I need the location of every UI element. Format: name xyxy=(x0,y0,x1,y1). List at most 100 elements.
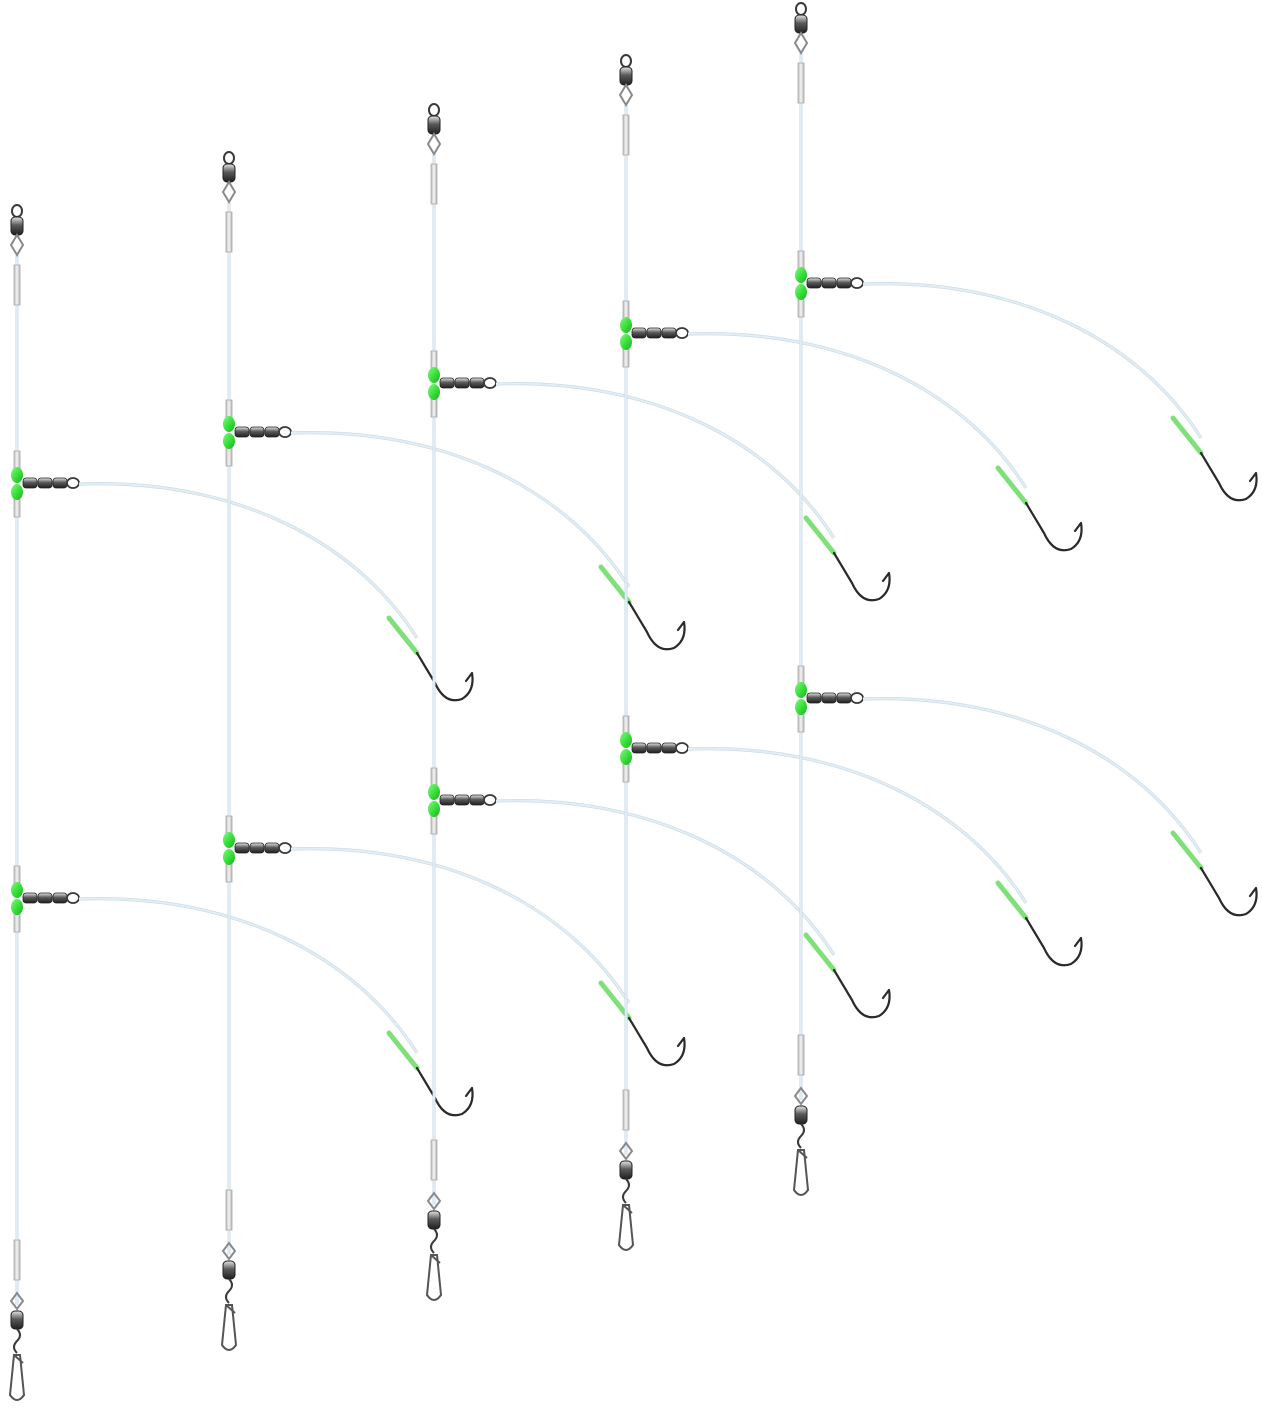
crimp-sleeve xyxy=(430,163,438,205)
swivel-barrel-icon xyxy=(264,426,280,438)
crimp-sleeve xyxy=(225,211,233,253)
swivel-eye-icon xyxy=(426,132,442,156)
swivel-barrel-icon xyxy=(469,377,485,389)
hook-sleeve xyxy=(803,515,837,556)
swivel-ring-icon xyxy=(620,54,632,68)
green-bead-icon xyxy=(223,849,235,865)
fish-hook-icon xyxy=(832,968,891,1019)
swivel-barrel-icon xyxy=(427,1210,441,1230)
swivel-barrel-icon xyxy=(821,277,837,289)
swivel-ring-icon xyxy=(278,842,292,854)
swivel-barrel-icon xyxy=(222,1260,236,1280)
dropper-line xyxy=(290,431,631,588)
green-bead-icon xyxy=(11,882,23,898)
swivel-barrel-icon xyxy=(249,842,265,854)
swivel-barrel-icon xyxy=(427,115,441,135)
fish-hook-icon xyxy=(627,1016,686,1067)
dropper-line xyxy=(495,799,835,956)
green-bead-icon xyxy=(795,284,807,300)
crimp-sleeve xyxy=(13,264,21,306)
dropper-line xyxy=(687,332,1028,489)
swivel-barrel-icon xyxy=(821,692,837,704)
dropper-line xyxy=(78,482,418,639)
hook-sleeve xyxy=(1170,415,1204,456)
dropper-line xyxy=(862,697,1202,854)
green-bead-icon xyxy=(620,749,632,765)
green-bead-icon xyxy=(428,784,440,800)
dropper-line xyxy=(862,282,1202,439)
swivel-barrel-icon xyxy=(52,892,68,904)
swivel-barrel-icon xyxy=(836,277,852,289)
rig-5 xyxy=(792,2,1258,1196)
hook-sleeve xyxy=(995,880,1029,921)
swivel-eye-icon xyxy=(618,83,634,107)
dropper-line xyxy=(78,482,419,639)
hook-sleeve xyxy=(1170,830,1204,871)
snap-clasp xyxy=(622,1204,633,1214)
swivel-barrel-icon xyxy=(794,14,808,34)
rig-1 xyxy=(8,204,474,1401)
crimp-sleeve xyxy=(622,114,630,156)
hook-sleeve xyxy=(386,1030,420,1071)
swivel-barrel-icon xyxy=(806,692,822,704)
swivel-barrel-icon xyxy=(22,477,38,489)
swivel-barrel-icon xyxy=(469,794,485,806)
swivel-barrel-icon xyxy=(454,377,470,389)
fish-hook-icon xyxy=(627,600,686,651)
snap-clip-icon xyxy=(617,1204,635,1251)
swivel-barrel-icon xyxy=(631,742,647,754)
snap-clasp xyxy=(225,1304,236,1314)
swivel-barrel-icon xyxy=(631,327,647,339)
swivel-eye-icon xyxy=(221,1241,237,1261)
snap-wire xyxy=(225,1278,233,1304)
swivel-eye-icon xyxy=(9,1291,25,1311)
snap-wire xyxy=(797,1123,805,1149)
green-bead-icon xyxy=(428,367,440,383)
hook-sleeve xyxy=(598,564,632,605)
crimp-sleeve xyxy=(13,1239,21,1281)
rig-3 xyxy=(425,103,891,1301)
swivel-ring-icon xyxy=(483,794,497,806)
swivel-ring-icon xyxy=(223,151,235,165)
crimp-sleeve xyxy=(797,1034,805,1076)
dropper-line xyxy=(495,382,835,539)
swivel-barrel-icon xyxy=(806,277,822,289)
green-bead-icon xyxy=(795,267,807,283)
swivel-ring-icon xyxy=(11,204,23,218)
swivel-ring-icon xyxy=(428,103,440,117)
rigs-group xyxy=(8,2,1258,1401)
swivel-barrel-icon xyxy=(646,742,662,754)
crimp-sleeve xyxy=(797,62,805,104)
snap-wire xyxy=(13,1328,21,1354)
swivel-barrel-icon xyxy=(619,66,633,86)
dropper-line xyxy=(687,747,1027,904)
fish-hook-icon xyxy=(1199,866,1258,917)
swivel-ring-icon xyxy=(675,742,689,754)
swivel-ring-icon xyxy=(278,426,292,438)
swivel-barrel-icon xyxy=(37,892,53,904)
swivel-ring-icon xyxy=(850,692,864,704)
swivel-eye-icon xyxy=(618,1141,634,1161)
swivel-barrel-icon xyxy=(264,842,280,854)
swivel-barrel-icon xyxy=(439,377,455,389)
snap-clasp xyxy=(797,1149,808,1159)
swivel-ring-icon xyxy=(675,327,689,339)
green-bead-icon xyxy=(428,801,440,817)
dropper-line xyxy=(78,897,418,1054)
green-bead-icon xyxy=(223,832,235,848)
swivel-barrel-icon xyxy=(234,842,250,854)
swivel-barrel-icon xyxy=(794,1105,808,1125)
crimp-sleeve xyxy=(622,1089,630,1131)
green-bead-icon xyxy=(11,484,23,500)
dropper-line xyxy=(290,847,630,1004)
green-bead-icon xyxy=(620,732,632,748)
swivel-eye-icon xyxy=(221,180,237,204)
hook-sleeve xyxy=(803,932,837,973)
green-bead-icon xyxy=(620,334,632,350)
fish-hook-icon xyxy=(415,1066,474,1117)
dropper-line xyxy=(862,697,1203,854)
green-bead-icon xyxy=(795,682,807,698)
hook-sleeve xyxy=(386,615,420,656)
